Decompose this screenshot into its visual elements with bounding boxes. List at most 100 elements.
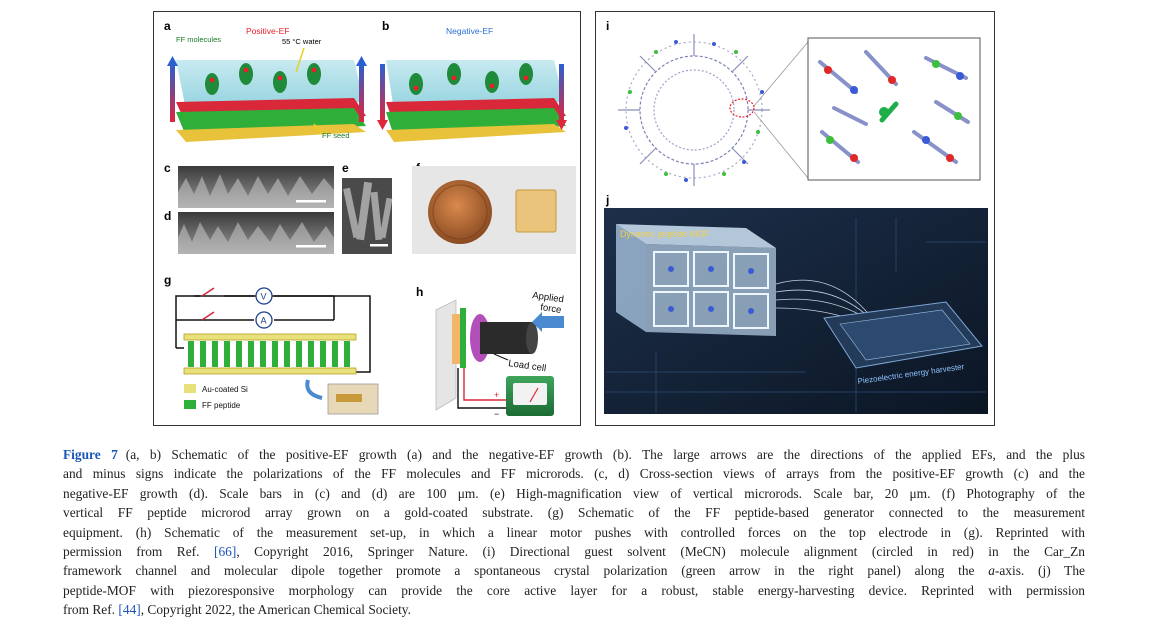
switch-lines [201, 287, 215, 321]
meter-dial [513, 383, 547, 405]
applied-force-line-1: Applied [532, 290, 565, 305]
caption-text-6b: , Copyright 2016, Springer Nature. (i) D… [236, 544, 1085, 560]
applied-force-label: Applied force [532, 290, 565, 316]
ef-arrowhead-right-a [356, 56, 367, 66]
polarization-arrow [879, 101, 899, 123]
zoom-line-bottom [753, 111, 809, 179]
axis-italic: a [988, 563, 995, 579]
caption-line-6: permission from Ref. [66], Copyright 201… [63, 542, 1085, 561]
caption-text-9a: from Ref. [63, 602, 119, 618]
ef-arrow-left-b [380, 64, 385, 122]
applied-force-arrow [532, 312, 564, 332]
sem-rods-d [178, 222, 334, 254]
zoom-atoms [824, 60, 964, 162]
ef-arrow-left-a [170, 64, 175, 122]
panel-label-i: i [606, 19, 609, 33]
bottom-electrode [183, 367, 357, 375]
caption-line-1: Figure 7 (a, b) Schematic of the positive… [63, 445, 1085, 464]
panel-f: f [412, 161, 576, 254]
panel-label-b: b [382, 19, 389, 33]
panel-label-g: g [164, 273, 171, 287]
figure-label: Figure 7 [63, 447, 118, 462]
positive-ef-title: Positive-EF [246, 26, 289, 36]
load-cell-body [480, 322, 532, 354]
seed-pointer-a [313, 123, 323, 135]
wire-red [463, 368, 506, 401]
panel-label-e: e [342, 161, 349, 175]
ff-peptide-rods [188, 341, 350, 367]
panel-j: j Dynamic pept [604, 193, 988, 414]
mof-cube [616, 224, 776, 336]
panel-label-h: h [416, 285, 423, 299]
wire-black [457, 368, 506, 409]
ef-arrow-right-a [359, 64, 364, 122]
caption-line-3: negative-EF growth (d). Scale bars in (c… [63, 485, 1085, 501]
panel-c: c [164, 161, 334, 208]
caption-line-9: from Ref. [44], Copyright 2022, the Amer… [63, 600, 1085, 619]
framework-atoms-blue [624, 40, 764, 182]
ammeter-label: A [261, 316, 267, 326]
reference-link-66[interactable]: [66] [214, 544, 237, 560]
caption-text-9b: , Copyright 2022, the American Chemical … [140, 602, 411, 618]
panel-h: h Applied force Load cell + − [416, 285, 565, 419]
ff-molecules-a [205, 63, 321, 95]
figure-panel-left: a Positive-EF FF molecules 55 °C water [153, 11, 581, 426]
load-cell-label: Load cell [508, 358, 547, 374]
minus-sign: − [494, 409, 499, 419]
reference-link-44[interactable]: [44] [118, 602, 141, 618]
panel-label-j: j [605, 193, 609, 207]
water-label: 55 °C water [282, 37, 322, 46]
ef-arrow-right-b [559, 64, 564, 122]
ammeter-icon [255, 311, 273, 329]
applied-force-line-2: force [540, 302, 562, 316]
caption-line-4: vertical FF peptide microrod array grown… [63, 505, 1085, 521]
water-pointer-a [295, 47, 305, 73]
load-cell-pointer [493, 353, 509, 361]
panel-i: i [606, 19, 981, 186]
voltmeter-label: V [261, 292, 267, 302]
sem-rods-c [178, 174, 334, 208]
scale-bar-d [296, 245, 326, 248]
peptide-layer-h [460, 308, 466, 368]
left-figure-svg: a Positive-EF FF molecules 55 °C water [164, 19, 576, 419]
caption-text-1: (a, b) Schematic of the positive-EF grow… [125, 447, 1085, 462]
caption-line-8: peptide-MOF with piezoresponsive morphol… [63, 582, 1085, 598]
panel-b: b Negative-EF [377, 19, 567, 142]
framework-structure [618, 34, 770, 186]
caption-line-5: equipment. (h) Schematic of the measurem… [63, 524, 1085, 540]
ef-arrowhead-left-a [167, 56, 178, 66]
legend-au-label: Au-coated Si [202, 385, 248, 394]
top-electrode [183, 333, 357, 341]
legend-swatch-ff [184, 400, 196, 409]
caption-line-7: framework channel and molecular dipole t… [63, 561, 1085, 580]
penny-rim [432, 184, 488, 240]
scale-bar-e [370, 244, 388, 247]
scale-bar-c [296, 200, 326, 203]
framework-atoms-green [628, 50, 760, 176]
circuit-wires [175, 295, 371, 373]
ff-molecules-b [409, 63, 533, 95]
penny-coin [428, 180, 492, 244]
legend-swatch-au [184, 384, 196, 393]
caption-text-7b: -axis. (j) The [994, 563, 1085, 579]
device-chip [336, 394, 362, 402]
caption-line-2: and minus signs indicate the polarizatio… [63, 466, 1085, 482]
right-figure-svg: i [604, 19, 988, 414]
sem-microrods-e [343, 181, 393, 241]
legend-ff-label: FF peptide [202, 401, 241, 410]
gold-substrate-sample [515, 189, 557, 233]
caption-text-7a: framework channel and molecular dipole t… [63, 563, 989, 579]
harvester-surface [839, 309, 971, 361]
panel-g: g V A [164, 273, 379, 415]
negative-ef-title: Negative-EF [446, 26, 493, 36]
panel-label-c: c [164, 161, 171, 175]
ff-seed-label: FF seed [322, 131, 350, 140]
panel-label-d: d [164, 209, 171, 223]
device-pointer-arrow [305, 379, 323, 400]
meter-needle [529, 387, 539, 403]
panel-d: d [164, 209, 334, 254]
mof-label: Dynamic peptide-MOF [620, 229, 711, 239]
ff-molecules-label: FF molecules [176, 35, 221, 44]
panel-a: a Positive-EF FF molecules 55 °C water [164, 19, 367, 142]
ef-arrowhead-left-b [377, 120, 388, 130]
